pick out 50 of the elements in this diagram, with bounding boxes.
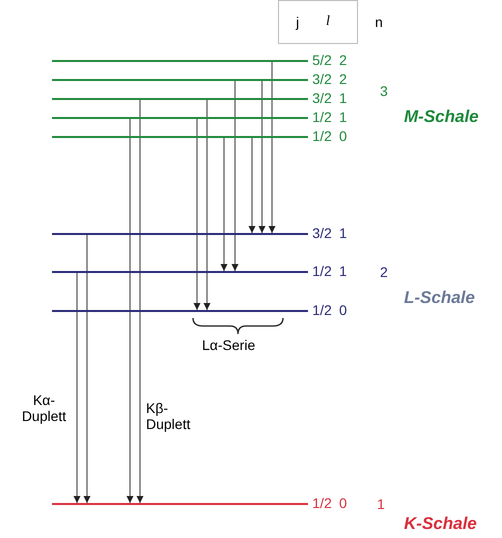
column-header: n: [375, 14, 383, 30]
energy-level-line: [52, 136, 308, 138]
quantum-number: 1/2: [312, 495, 332, 511]
energy-level-line: [52, 233, 308, 235]
shell-name: L-Schale: [404, 290, 475, 306]
quantum-number: 0: [339, 495, 347, 511]
transition-arrow: [220, 138, 228, 271]
energy-level-line: [52, 98, 308, 100]
energy-level-line: [52, 60, 308, 62]
quantum-number: 1/2: [312, 128, 332, 144]
quantum-number: 5/2: [312, 52, 332, 68]
energy-level-line: [52, 310, 308, 312]
series-label: Lα-Serie: [202, 337, 256, 353]
shell-number: 3: [380, 83, 388, 99]
transition-arrow: [84, 235, 90, 503]
transition-arrow: [126, 119, 134, 503]
quantum-number: 1: [339, 90, 347, 106]
quantum-number: 0: [339, 128, 347, 144]
series-label: Kβ- Duplett: [146, 400, 192, 432]
energy-level-line: [52, 117, 308, 119]
transition-arrow: [248, 138, 256, 233]
energy-level-line: [52, 271, 308, 273]
quantum-number: 1/2: [312, 109, 332, 125]
energy-level-line: [52, 503, 308, 505]
quantum-number: 1/2: [312, 263, 332, 279]
transition-arrow: [136, 100, 144, 503]
shell-number: 2: [380, 264, 388, 280]
transition-arrow: [194, 119, 200, 310]
quantum-number: 1: [339, 109, 347, 125]
shell-name: M-Schale: [404, 109, 479, 125]
series-label: Kα- Duplett: [20, 392, 68, 424]
transition-arrow: [258, 81, 266, 233]
quantum-number: 1: [339, 225, 347, 241]
transition-arrow: [74, 273, 80, 503]
quantum-number: 2: [339, 71, 347, 87]
energy-level-line: [52, 79, 308, 81]
transition-arrow: [204, 100, 210, 310]
column-header: l: [326, 14, 330, 30]
quantum-number: 2: [339, 52, 347, 68]
column-header: j: [296, 14, 300, 30]
quantum-number: 3/2: [312, 225, 332, 241]
transition-arrow: [268, 62, 276, 233]
quantum-number: 1: [339, 263, 347, 279]
quantum-number: 0: [339, 302, 347, 318]
quantum-number: 3/2: [312, 71, 332, 87]
quantum-number: 3/2: [312, 90, 332, 106]
shell-number: 1: [377, 496, 385, 512]
transition-arrow: [232, 81, 238, 271]
shell-name: K-Schale: [404, 516, 477, 532]
quantum-number: 1/2: [312, 302, 332, 318]
